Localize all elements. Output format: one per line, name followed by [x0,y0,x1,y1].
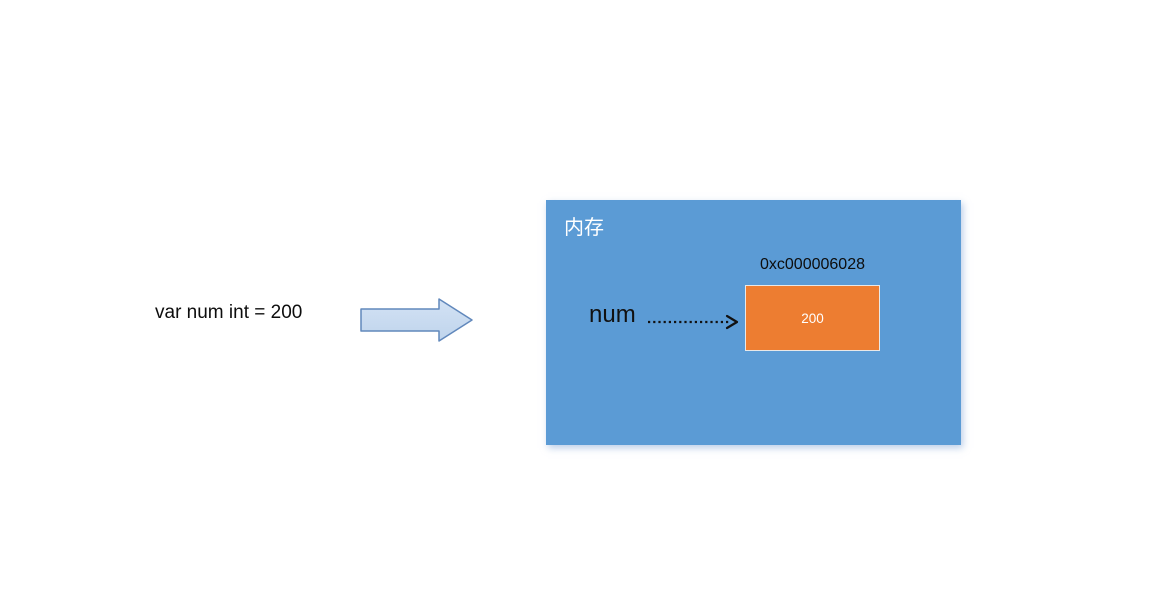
memory-address-label: 0xc000006028 [760,256,865,273]
memory-value-cell: 200 [745,285,880,351]
memory-title-label: 内存 [564,217,604,239]
right-block-arrow-icon [360,298,473,342]
dotted-pointer-arrow-icon [648,314,739,330]
memory-container: 内存 0xc000006028 num 200 [546,200,961,445]
variable-name-label: num [589,301,636,328]
memory-value-label: 200 [801,310,824,326]
code-statement-label: var num int = 200 [155,302,303,323]
